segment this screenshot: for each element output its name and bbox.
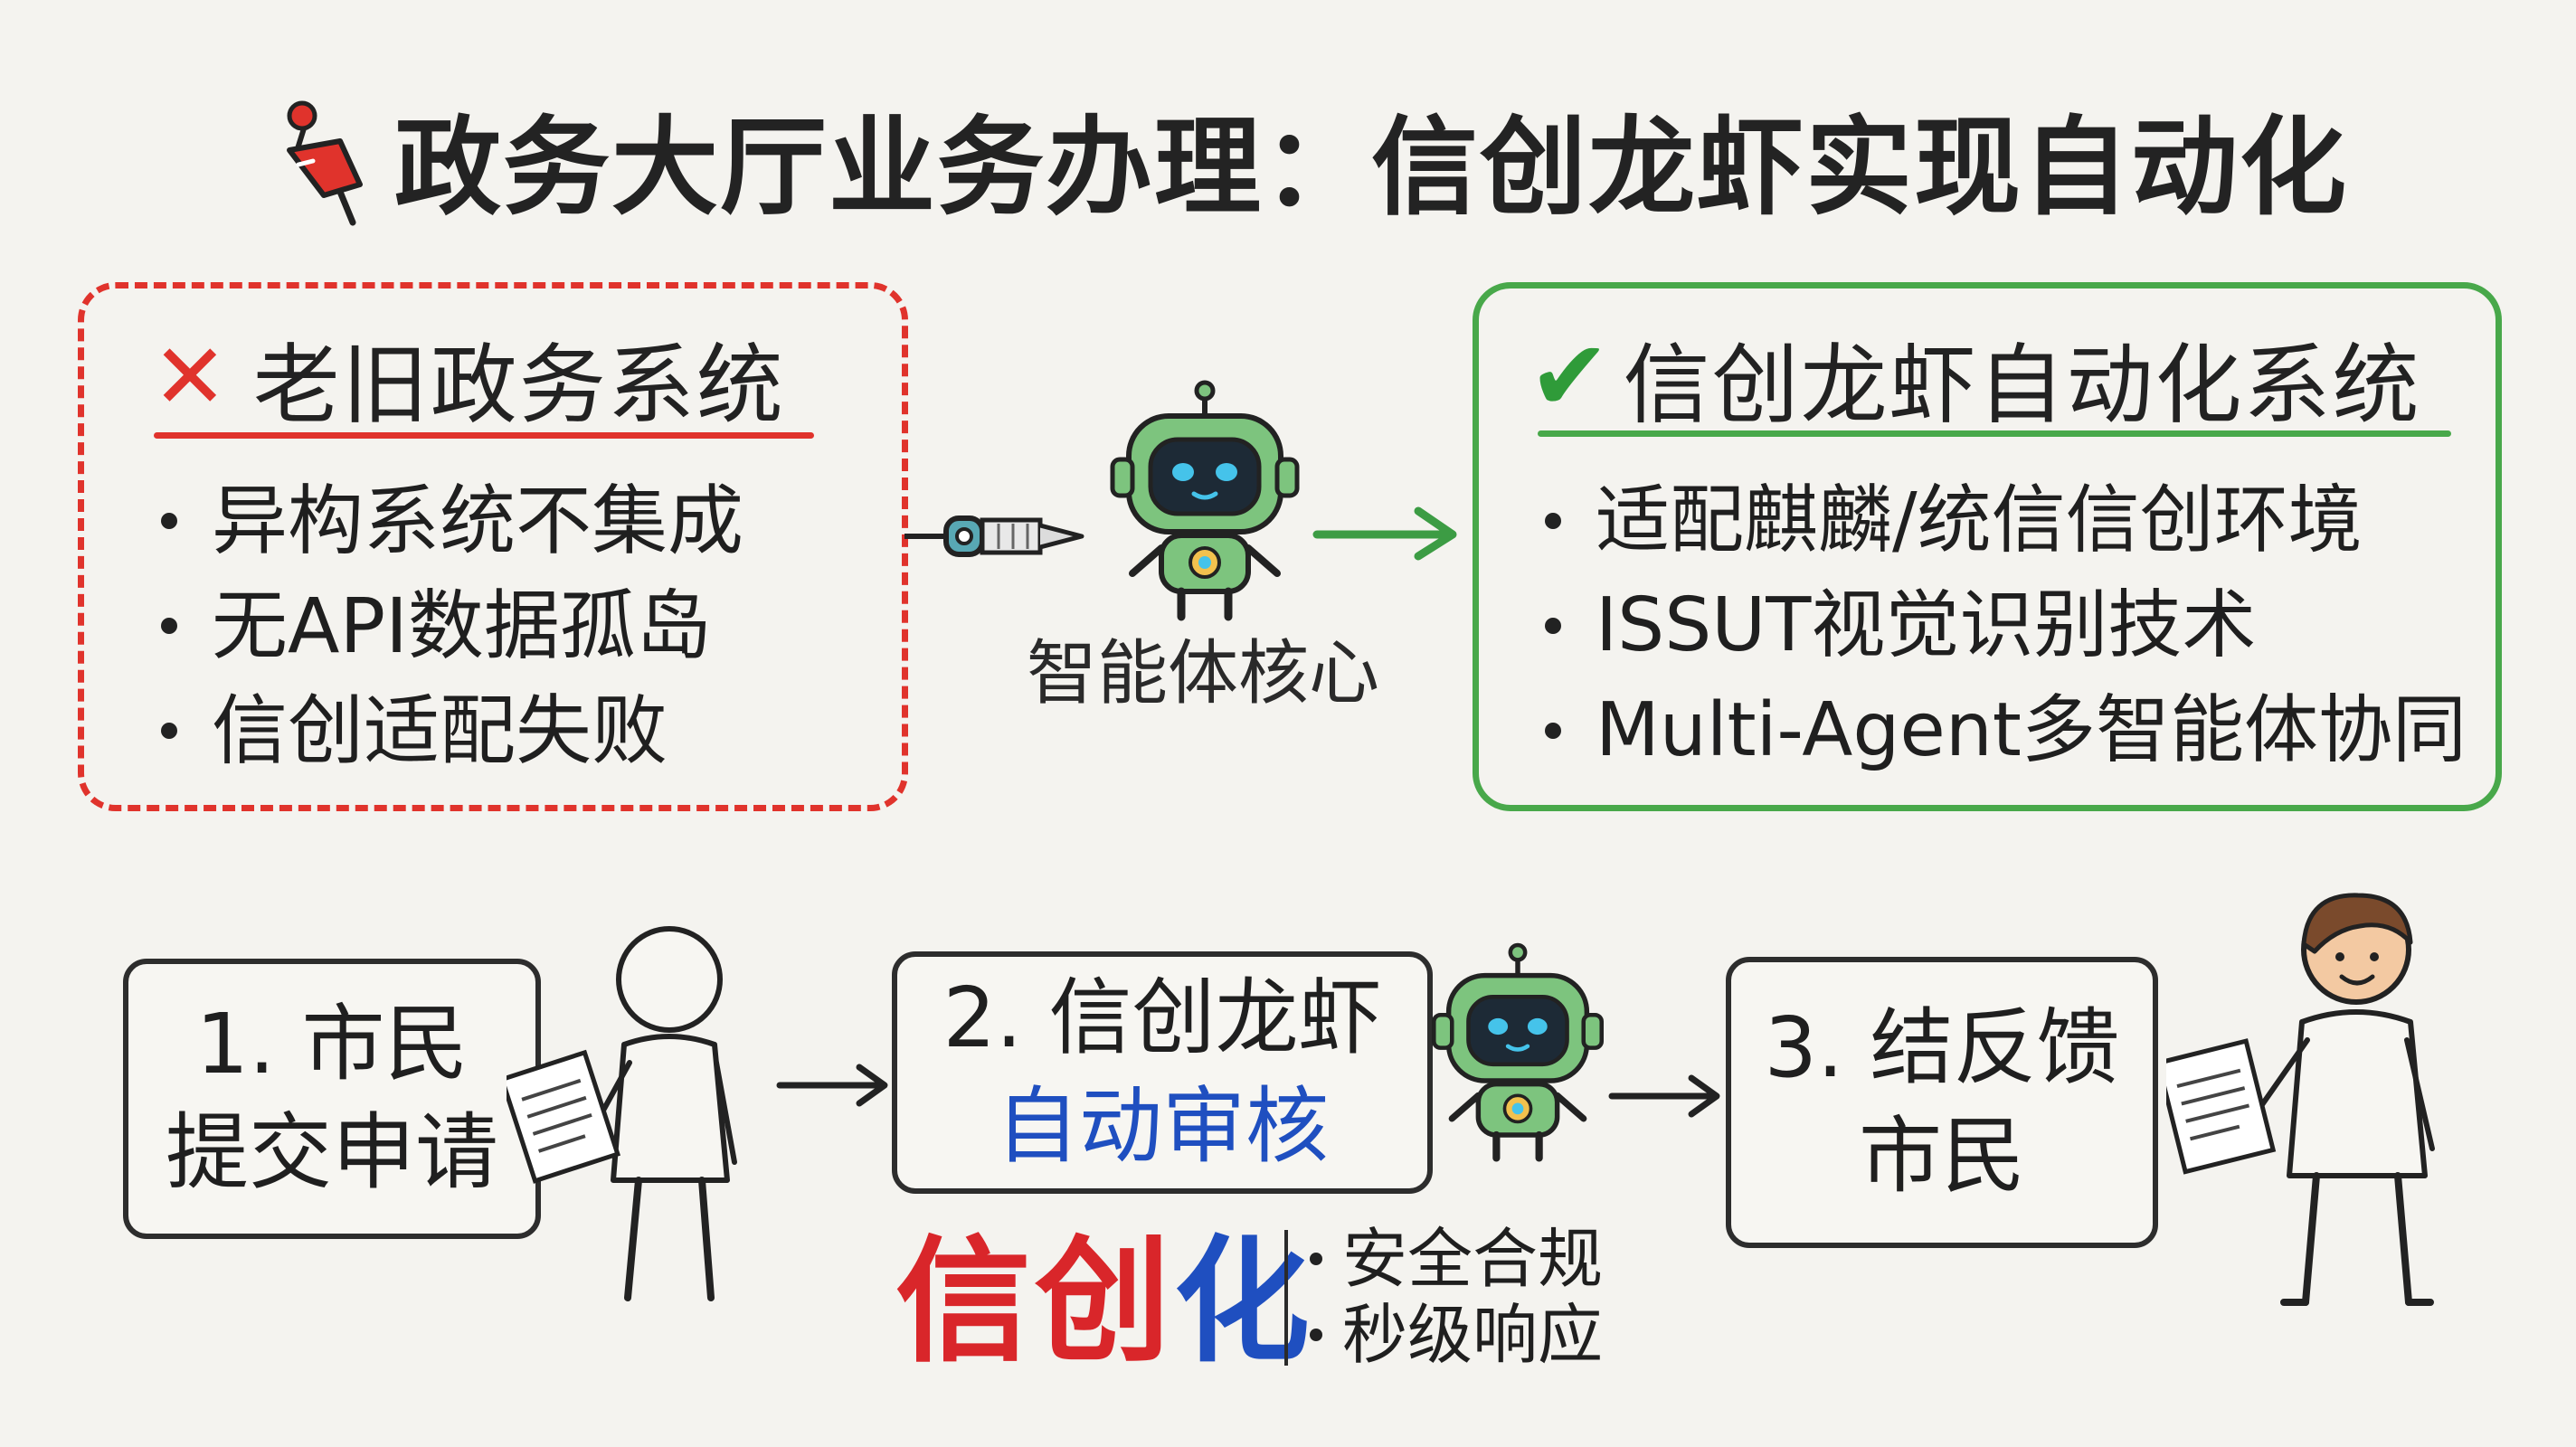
flow-step-3: 3. 结反馈 市民: [1726, 957, 2158, 1248]
caption-divider: [1284, 1230, 1288, 1366]
step1-line1: 1. 市民: [195, 996, 469, 1092]
new-system-header: ✔ 信创龙虾自动化系统: [1529, 318, 2421, 436]
new-heading-underline: [1538, 430, 2451, 437]
list-item: 安全合规: [1310, 1221, 1603, 1297]
caption-part-red: 信创: [895, 1224, 1175, 1381]
arrow-right-icon: [776, 1058, 892, 1112]
caption-part-blue: 化: [1174, 1224, 1314, 1381]
robot-core-icon: [1105, 380, 1304, 624]
step2-line2: 自动审核: [995, 1078, 1329, 1175]
flow-step-2: 2. 信创龙虾 自动审核: [892, 951, 1433, 1194]
xinchuang-caption: 信创化: [895, 1225, 1313, 1379]
list-item: 适配麒麟/统信信创环境: [1545, 468, 2467, 573]
checkmark-icon: ✔: [1529, 320, 1611, 433]
caption-list: 安全合规 秒级响应: [1310, 1221, 1603, 1373]
citizen-icon: [498, 909, 778, 1307]
new-system-heading: 信创龙虾自动化系统: [1623, 334, 2421, 436]
list-item: 异构系统不集成: [161, 468, 743, 573]
list-item: ISSUT视觉识别技术: [1545, 573, 2467, 678]
connector-plug-icon: [904, 493, 1094, 574]
step2-line1: 2. 信创龙虾: [942, 969, 1382, 1066]
old-system-heading: 老旧政务系统: [252, 334, 785, 436]
list-item: 信创适配失败: [161, 678, 743, 783]
robot-icon: [1427, 941, 1608, 1167]
new-system-list: 适配麒麟/统信信创环境 ISSUT视觉识别技术 Multi-Agent多智能体协…: [1545, 468, 2467, 783]
list-item: Multi-Agent多智能体协同: [1545, 678, 2467, 783]
old-system-header: ✕ 老旧政务系统: [152, 318, 785, 436]
citizen-happy-icon: [2155, 877, 2492, 1311]
new-system-panel: [1473, 282, 2502, 811]
old-heading-underline: [154, 432, 814, 439]
step1-line2: 提交申请: [165, 1104, 498, 1201]
list-item: 秒级响应: [1310, 1297, 1603, 1373]
old-system-list: 异构系统不集成 无API数据孤岛 信创适配失败: [161, 468, 743, 783]
step3-line1: 3. 结反馈: [1764, 999, 2120, 1096]
page-title: 政务大厅业务办理：信创龙虾实现自动化: [394, 105, 2349, 230]
arrow-right-icon: [1312, 502, 1465, 565]
arrow-right-icon: [1608, 1069, 1724, 1123]
pin-icon: [277, 94, 376, 230]
core-label: 智能体核心: [1026, 633, 1379, 714]
old-system-panel: [78, 282, 908, 811]
step3-line2: 市民: [1858, 1108, 2025, 1205]
flow-step-1: 1. 市民 提交申请: [123, 959, 541, 1239]
list-item: 无API数据孤岛: [161, 573, 743, 678]
cross-icon: ✕: [152, 324, 228, 430]
